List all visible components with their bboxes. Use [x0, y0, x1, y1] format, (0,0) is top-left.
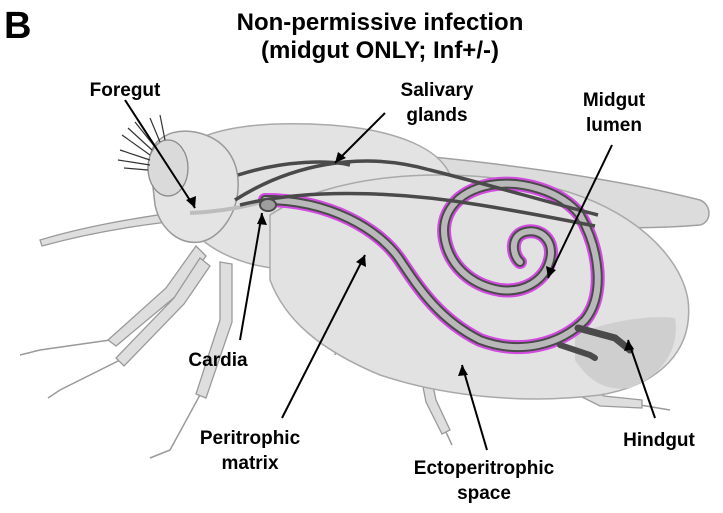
label-peritrophic-matrix-line2: matrix: [221, 453, 278, 474]
cardia-structure: [260, 199, 276, 211]
label-midgut-lumen-line1: Midgut: [583, 90, 646, 111]
label-foregut: Foregut: [90, 80, 161, 101]
label-hindgut: Hindgut: [623, 430, 695, 451]
title-line-2: (midgut ONLY; Inf+/-): [261, 37, 499, 64]
label-ectoperitrophic-space-line2: space: [457, 483, 511, 504]
label-salivary-glands-line2: glands: [406, 105, 467, 126]
title-line-1: Non-permissive infection: [237, 9, 524, 36]
panel-letter: B: [4, 5, 31, 47]
label-cardia: Cardia: [188, 350, 248, 371]
label-midgut-lumen-line2: lumen: [586, 115, 642, 136]
label-salivary-glands-line1: Salivary: [401, 80, 474, 101]
label-ectoperitrophic-space-line1: Ectoperitrophic: [414, 458, 555, 479]
label-peritrophic-matrix-line1: Peritrophic: [200, 428, 301, 449]
